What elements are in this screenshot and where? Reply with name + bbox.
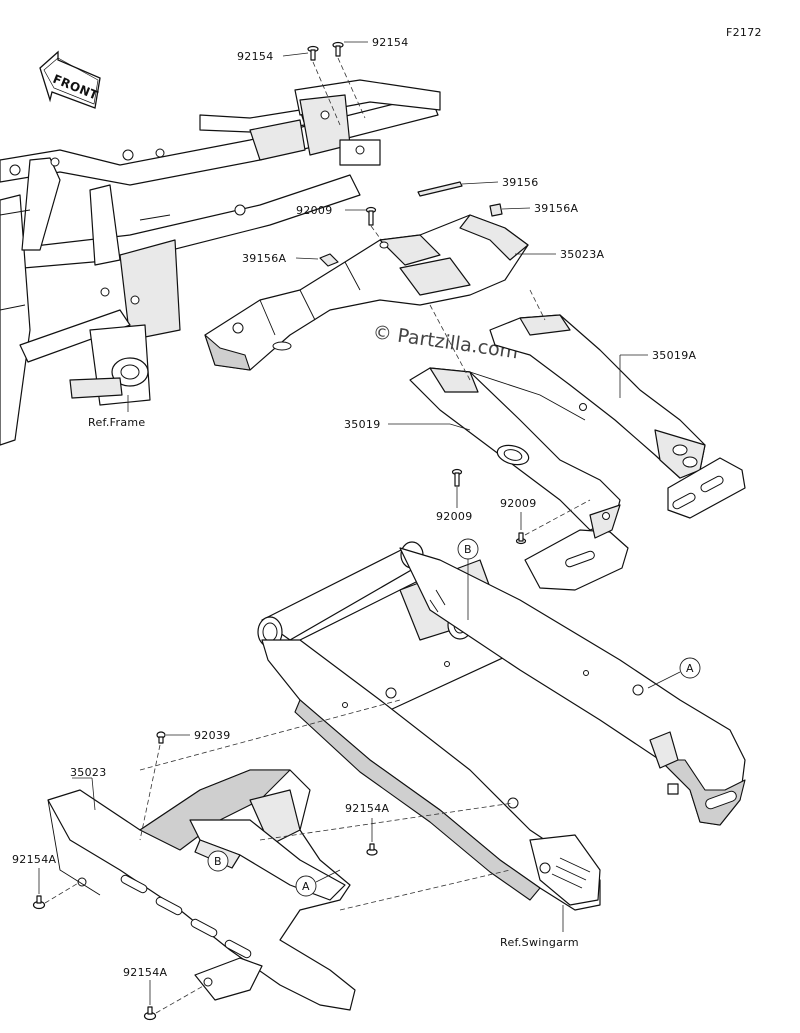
tray-35023a	[204, 214, 529, 371]
bolt-92154-right	[332, 41, 344, 57]
bolt-92009-guard-1	[451, 468, 463, 487]
label-35023a: 35023A	[560, 248, 604, 261]
marker-a-swingarm-letter: A	[686, 662, 694, 675]
label-35023: 35023	[70, 766, 107, 779]
label-39156: 39156	[502, 176, 539, 189]
pad-39156	[417, 181, 463, 197]
clip-92039	[156, 731, 166, 744]
label-92009-guard-1: 92009	[436, 510, 473, 523]
pad-39156a-left	[319, 253, 339, 267]
frame-assembly	[0, 79, 441, 446]
marker-a-chainguard-letter: A	[302, 880, 310, 893]
bolt-92154a-left	[32, 895, 46, 910]
bolt-92154-left	[307, 45, 319, 61]
marker-b-chainguard	[207, 850, 229, 872]
front-arrow-icon: FRONT	[39, 50, 101, 109]
figure-code: F2172	[726, 26, 762, 39]
label-92154a-left: 92154A	[12, 853, 56, 866]
bolt-92009-guard-2	[515, 532, 527, 545]
guard-35019a	[489, 314, 746, 519]
ref-frame-label: Ref.Frame	[88, 416, 145, 429]
guard-35019	[409, 367, 629, 591]
label-92154-right: 92154	[372, 36, 409, 49]
label-92009-guard-2: 92009	[500, 497, 537, 510]
label-92154a-mid: 92154A	[345, 802, 389, 815]
ref-swingarm-label: Ref.Swingarm	[500, 936, 579, 949]
marker-b-swingarm-letter: B	[464, 543, 472, 556]
label-35019: 35019	[344, 418, 381, 431]
label-92154-left: 92154	[237, 50, 274, 63]
label-92154a-bottom: 92154A	[123, 966, 167, 979]
label-35019a: 35019A	[652, 349, 696, 362]
marker-b-chainguard-letter: B	[214, 855, 222, 868]
label-39156a-right: 39156A	[534, 202, 578, 215]
marker-a-swingarm	[679, 657, 701, 679]
label-92009-seat: 92009	[296, 204, 333, 217]
bolt-92009-seat	[365, 206, 377, 226]
swingarm	[257, 541, 746, 911]
bolt-92154a-bottom	[143, 1006, 157, 1021]
bolt-92154a-mid	[366, 843, 378, 856]
label-39156a-left: 39156A	[242, 252, 286, 265]
pad-39156a-right	[489, 203, 503, 217]
marker-a-chainguard	[295, 875, 317, 897]
label-92039: 92039	[194, 729, 231, 742]
